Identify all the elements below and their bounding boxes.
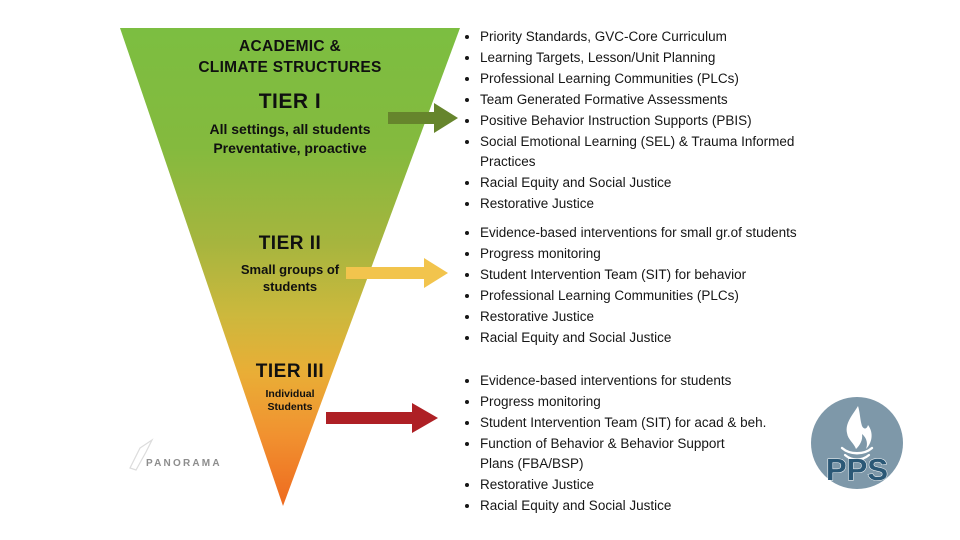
pyramid-header-line2: CLIMATE STRUCTURES bbox=[198, 59, 382, 76]
list-item: Restorative Justice bbox=[480, 475, 880, 495]
tier3-arrow-shape bbox=[326, 403, 438, 433]
tier2-arrow-icon bbox=[346, 258, 448, 288]
list-item: Racial Equity and Social Justice bbox=[480, 173, 910, 193]
pps-wordmark: PPS bbox=[826, 452, 888, 487]
list-item: Student Intervention Team (SIT) for acad… bbox=[480, 413, 880, 433]
pyramid-triangle bbox=[120, 28, 460, 506]
panorama-wordmark: PANORAMA bbox=[146, 458, 222, 469]
pyramid-shape bbox=[120, 28, 460, 506]
tier2-title: TIER II bbox=[258, 233, 322, 254]
list-item: Racial Equity and Social Justice bbox=[480, 328, 910, 348]
tier1-subtitle-line2: Preventative, proactive bbox=[213, 140, 367, 156]
list-item: Student Intervention Team (SIT) for beha… bbox=[480, 265, 910, 285]
pyramid-header: ACADEMIC & CLIMATE STRUCTURES bbox=[120, 36, 460, 78]
tier2-arrow-shape bbox=[346, 258, 448, 288]
panorama-swoosh-icon bbox=[129, 438, 154, 471]
list-item: Evidence-based interventions for small g… bbox=[480, 223, 910, 243]
tier3-subtitle-line2: Students bbox=[267, 401, 313, 413]
tier3-title: TIER III bbox=[255, 361, 325, 382]
tier1-title: TIER I bbox=[258, 90, 322, 113]
list-item: Racial Equity and Social Justice bbox=[480, 496, 880, 516]
list-item: Positive Behavior Instruction Supports (… bbox=[480, 111, 910, 131]
panorama-logo: PANORAMA bbox=[126, 438, 236, 474]
tier1-subtitle: All settings, all students Preventative,… bbox=[120, 120, 460, 158]
tier3-arrow-icon bbox=[326, 403, 438, 433]
list-item: Learning Targets, Lesson/Unit Planning bbox=[480, 48, 910, 68]
tier-pyramid: ACADEMIC & CLIMATE STRUCTURES TIER I All… bbox=[120, 28, 460, 506]
tier3-list: Evidence-based interventions for student… bbox=[458, 371, 880, 517]
list-item: Professional Learning Communities (PLCs) bbox=[480, 286, 910, 306]
tier2-subtitle: Small groups of students bbox=[120, 261, 460, 295]
tier1-subtitle-line1: All settings, all students bbox=[209, 121, 371, 137]
list-item: Restorative Justice bbox=[480, 307, 910, 327]
tier1-arrow-shape bbox=[388, 103, 458, 133]
list-item: Professional Learning Communities (PLCs) bbox=[480, 69, 910, 89]
flame-swirl-icon bbox=[840, 446, 874, 455]
list-item: Priority Standards, GVC-Core Curriculum bbox=[480, 27, 910, 47]
pps-logo: PPS bbox=[810, 396, 904, 490]
tier2-subtitle-line1: Small groups of bbox=[240, 262, 340, 277]
flame-icon bbox=[846, 406, 872, 449]
pyramid-header-line1: ACADEMIC & bbox=[238, 38, 342, 55]
tier2-list: Evidence-based interventions for small g… bbox=[458, 223, 910, 349]
list-item: Evidence-based interventions for student… bbox=[480, 371, 880, 391]
flame-swirl-icon bbox=[843, 453, 871, 461]
pps-logo-icon: PPS bbox=[811, 397, 903, 489]
list-item: Restorative Justice bbox=[480, 194, 910, 214]
tier1-arrow-icon bbox=[388, 103, 458, 133]
tier2-subtitle-line2: students bbox=[262, 279, 318, 294]
panorama-swoosh-shape bbox=[129, 438, 154, 471]
list-item: Progress monitoring bbox=[480, 392, 880, 412]
tier1-list: Priority Standards, GVC-Core Curriculum … bbox=[458, 27, 910, 215]
list-item: Social Emotional Learning (SEL) & Trauma… bbox=[480, 132, 910, 172]
list-item: Function of Behavior & Behavior Support … bbox=[480, 434, 880, 474]
list-item: Progress monitoring bbox=[480, 244, 910, 264]
tier3-subtitle-line1: Individual bbox=[265, 388, 315, 400]
tier3-subtitle: Individual Students bbox=[120, 388, 460, 414]
list-item: Team Generated Formative Assessments bbox=[480, 90, 910, 110]
